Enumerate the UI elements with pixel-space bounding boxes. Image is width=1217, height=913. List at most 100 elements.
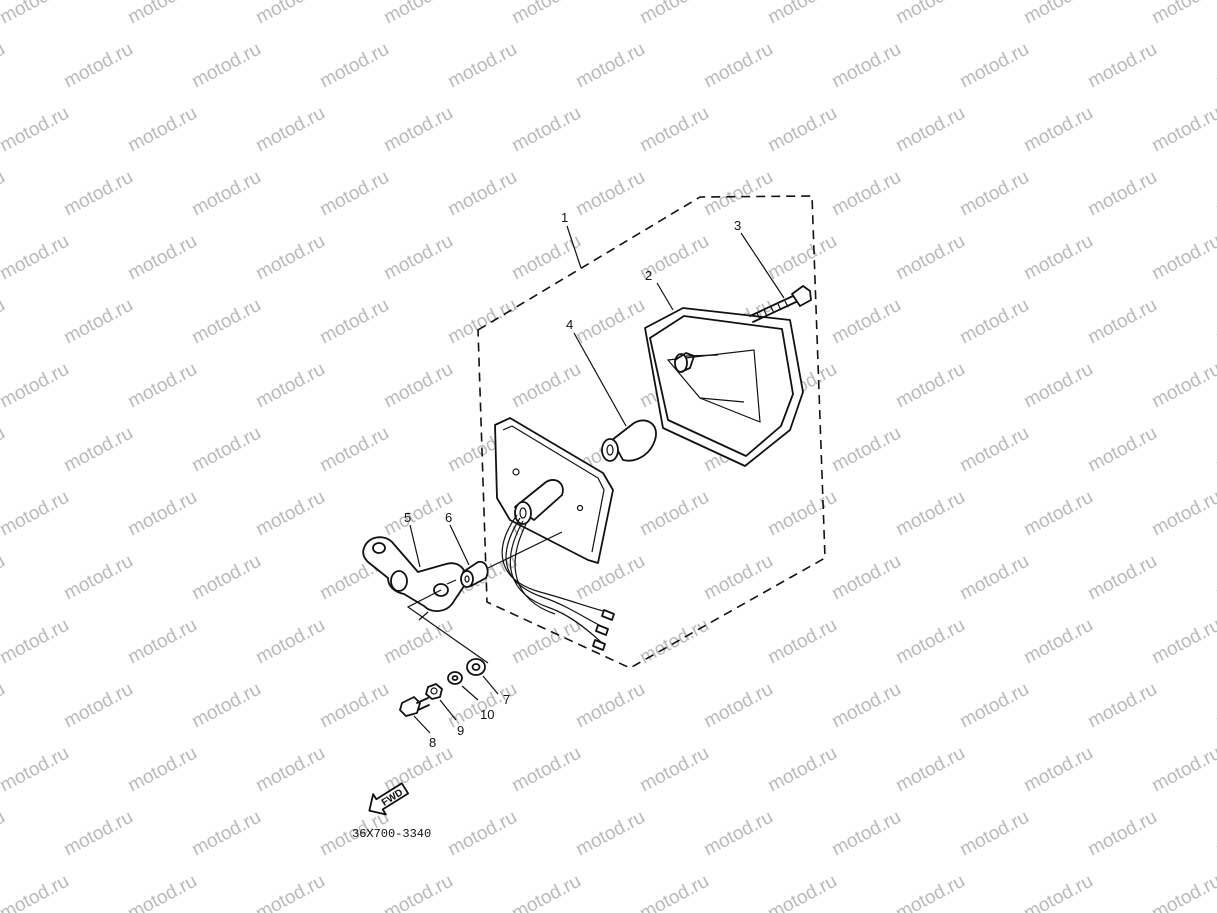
assembly-guide-lines <box>406 531 563 664</box>
screw <box>749 285 812 323</box>
watermark-text: motod.ru <box>1084 679 1160 733</box>
watermark-text: motod.ru <box>124 743 200 797</box>
watermark-text: motod.ru <box>572 807 648 861</box>
watermark-text: motod.ru <box>380 103 456 157</box>
part-label-4: 4 <box>566 317 573 332</box>
watermark-text: motod.ru <box>892 103 968 157</box>
spacer <box>460 560 489 588</box>
part-label-2: 2 <box>645 268 652 283</box>
watermark-text: motod.ru <box>828 423 904 477</box>
watermark-text: motod.ru <box>508 743 584 797</box>
watermark-text: motod.ru <box>0 487 73 541</box>
watermark-text: motod.ru <box>0 807 9 861</box>
watermark-text: motod.ru <box>0 679 9 733</box>
watermark-text: motod.ru <box>892 615 968 669</box>
watermark-text: motod.ru <box>1148 615 1217 669</box>
watermark-text: motod.ru <box>1148 0 1217 28</box>
watermark-text: motod.ru <box>124 487 200 541</box>
lens-housing <box>644 307 804 467</box>
watermark-text: motod.ru <box>316 679 392 733</box>
watermark-text: motod.ru <box>444 39 520 93</box>
watermark-text: motod.ru <box>380 743 456 797</box>
bracket <box>362 536 467 612</box>
watermark-text: motod.ru <box>444 295 520 349</box>
watermark-text: motod.ru <box>956 423 1032 477</box>
watermark-text: motod.ru <box>188 295 264 349</box>
watermark-text: motod.ru <box>1212 807 1217 861</box>
watermark-text: motod.ru <box>60 423 136 477</box>
watermark-text: motod.ru <box>1020 103 1096 157</box>
watermark-text: motod.ru <box>124 871 200 913</box>
watermark-text: motod.ru <box>0 39 9 93</box>
watermark-text: motod.ru <box>1020 0 1096 28</box>
watermark-text: motod.ru <box>1084 807 1160 861</box>
watermark-text: motod.ru <box>956 807 1032 861</box>
watermark-text: motod.ru <box>60 295 136 349</box>
watermark-text: motod.ru <box>1020 871 1096 913</box>
watermark-text: motod.ru <box>1148 871 1217 913</box>
watermark-text: motod.ru <box>572 39 648 93</box>
watermark-text: motod.ru <box>252 743 328 797</box>
watermark-text: motod.ru <box>124 0 200 28</box>
watermark-text: motod.ru <box>316 39 392 93</box>
watermark-text: motod.ru <box>1212 295 1217 349</box>
watermark-text: motod.ru <box>252 0 328 28</box>
watermark-text: motod.ru <box>1020 615 1096 669</box>
watermark-text: motod.ru <box>700 679 776 733</box>
watermark-text: motod.ru <box>700 39 776 93</box>
watermark-text: motod.ru <box>764 743 840 797</box>
watermark-text: motod.ru <box>1084 295 1160 349</box>
watermark-text: motod.ru <box>828 39 904 93</box>
assembly-outline <box>477 195 826 669</box>
watermark-text: motod.ru <box>508 871 584 913</box>
watermark-text: motod.ru <box>0 295 9 349</box>
watermark-text: motod.ru <box>828 807 904 861</box>
watermark-text: motod.ru <box>1212 39 1217 93</box>
watermark-text: motod.ru <box>1212 423 1217 477</box>
watermark-text: motod.ru <box>700 167 776 221</box>
watermark-text: motod.ru <box>188 807 264 861</box>
watermark-text: motod.ru <box>572 679 648 733</box>
watermark-text: motod.ru <box>1148 743 1217 797</box>
washer <box>466 658 486 676</box>
watermark-text: motod.ru <box>0 0 73 28</box>
watermark-text: motod.ru <box>1020 743 1096 797</box>
leader-lines <box>409 225 785 734</box>
watermark-text: motod.ru <box>1084 551 1160 605</box>
watermark-text: motod.ru <box>892 487 968 541</box>
watermark-text: motod.ru <box>252 487 328 541</box>
watermark-text: motod.ru <box>1020 231 1096 285</box>
lock-washer <box>447 671 463 685</box>
watermark-text: motod.ru <box>188 551 264 605</box>
watermark-text: motod.ru <box>60 551 136 605</box>
watermark-text: motod.ru <box>0 231 73 285</box>
watermark-text: motod.ru <box>316 167 392 221</box>
watermark-text: motod.ru <box>1148 103 1217 157</box>
watermark-text: motod.ru <box>380 359 456 413</box>
watermark-text: motod.ru <box>188 167 264 221</box>
watermark-text: motod.ru <box>700 551 776 605</box>
watermark-text: motod.ru <box>0 103 73 157</box>
watermark-text: motod.ru <box>508 231 584 285</box>
wire-harness <box>501 514 615 651</box>
watermark-text: motod.ru <box>380 0 456 28</box>
watermark-text: motod.ru <box>1148 487 1217 541</box>
watermark-text: motod.ru <box>828 679 904 733</box>
watermark-text: motod.ru <box>636 0 712 28</box>
watermark-text: motod.ru <box>764 231 840 285</box>
part-label-7: 7 <box>503 692 510 707</box>
watermark-text: motod.ru <box>892 743 968 797</box>
part-label-1: 1 <box>561 210 568 225</box>
watermark-text: motod.ru <box>1084 39 1160 93</box>
watermark-text: motod.ru <box>60 679 136 733</box>
watermark-text: motod.ru <box>0 615 73 669</box>
watermark-text: motod.ru <box>252 103 328 157</box>
part-label-10: 10 <box>480 707 494 722</box>
watermark-text: motod.ru <box>316 423 392 477</box>
watermark-text: motod.ru <box>764 615 840 669</box>
bulb <box>601 419 657 462</box>
watermark-text: motod.ru <box>124 231 200 285</box>
watermark-text: motod.ru <box>0 871 73 913</box>
watermark-text: motod.ru <box>572 295 648 349</box>
watermark-text: motod.ru <box>0 743 73 797</box>
